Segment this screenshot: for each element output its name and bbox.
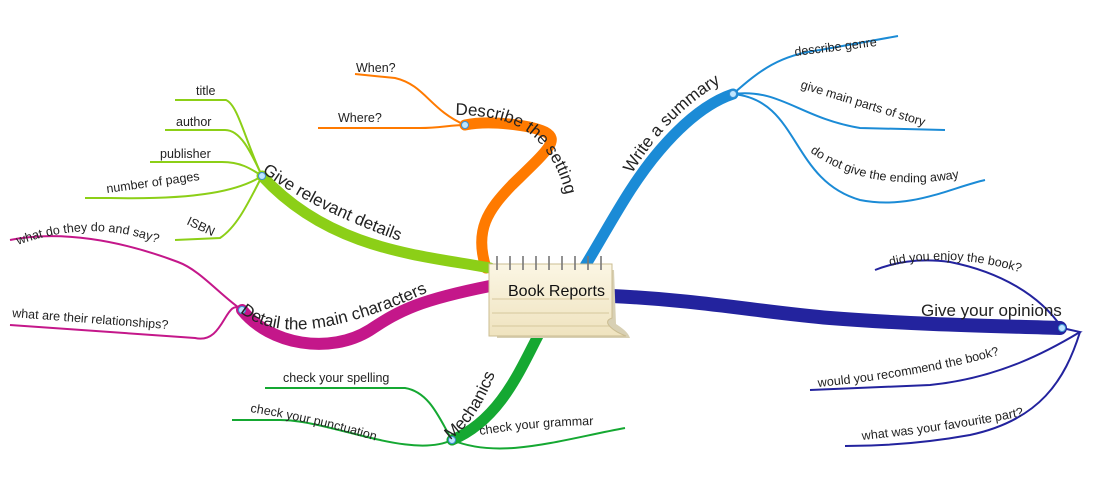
center-label: Book Reports (508, 283, 605, 300)
branch-opinions: Give your opinions did you enjoy the boo… (605, 249, 1083, 447)
mechanics-leaf-line-spelling (265, 387, 453, 441)
leaf-enjoy: did you enjoy the book? (888, 249, 1024, 275)
summary-leaf-line-ending (732, 93, 986, 204)
mechanics-leaf-line-grammar (451, 427, 626, 450)
details-node-dot[interactable] (258, 172, 266, 180)
setting-node-dot[interactable] (461, 121, 469, 129)
characters-main-stroke (236, 280, 496, 350)
leaf-ending-away: do not give the ending away (808, 143, 960, 185)
details-leaf-line-pages (85, 175, 263, 200)
summary-main-stroke (579, 88, 739, 272)
leaf-spelling: check your spelling (283, 371, 389, 385)
details-leaf-line-author (165, 129, 263, 177)
branch-mechanics: Mechanics check your spelling check your… (232, 326, 626, 450)
mechanics-leaf-line-punctuation (232, 419, 453, 447)
summary-label: Write a summary (619, 70, 723, 176)
center-node[interactable]: Book Reports (488, 256, 630, 338)
leaf-relationships: what are their relationships? (11, 306, 169, 332)
leaf-recommend: would you recommend the book? (816, 344, 1000, 390)
details-leaf-line-isbn (174, 175, 263, 241)
characters-leaf-line-rel (9, 306, 243, 340)
characters-leaf-line-whatdo (9, 235, 243, 311)
setting-leaf-line-where (318, 124, 466, 129)
leaf-punctuation: check your punctuation (250, 401, 379, 443)
opinions-leaf-line-enjoy (874, 259, 1063, 329)
leaf-when: When? (356, 61, 396, 75)
leaf-isbn: ISBN (185, 214, 217, 239)
leaf-main-parts: give main parts of story (799, 78, 927, 130)
characters-node-dot[interactable] (238, 306, 246, 314)
characters-label: Detail the main characters (237, 278, 429, 333)
mechanics-main-stroke (446, 326, 546, 446)
summary-leaf-line-genre (732, 35, 899, 95)
opinions-node-dot[interactable] (1058, 324, 1066, 332)
summary-leaf-line-parts (732, 92, 946, 131)
leaf-title: title (196, 84, 216, 98)
opinions-leaf-line-recommend (809, 327, 1083, 391)
leaf-where: Where? (338, 111, 382, 125)
notepad-spiral-rings (496, 256, 602, 270)
summary-node-dot[interactable] (729, 90, 737, 98)
details-main-stroke (256, 170, 496, 274)
leaf-genre: describe genre (794, 35, 878, 59)
leaf-author: author (176, 115, 211, 129)
leaf-grammar: check your grammar (478, 414, 593, 438)
leaf-publisher: publisher (160, 147, 211, 161)
mechanics-node-dot[interactable] (448, 436, 456, 444)
leaf-favourite: what was your favourite part? (860, 405, 1025, 443)
branch-characters: Detail the main characters what do they … (9, 220, 496, 350)
leaf-what-do-they-do: what do they do and say? (14, 220, 162, 248)
setting-main-stroke (459, 117, 557, 274)
branch-summary: Write a summary describe genre give main… (579, 35, 986, 272)
opinions-main-stroke (605, 289, 1067, 335)
opinions-label: Give your opinions (921, 301, 1062, 320)
opinions-leaf-line-favourite (844, 331, 1081, 447)
details-leaf-line-title (175, 99, 263, 177)
leaf-number-of-pages: number of pages (105, 169, 200, 196)
notepad-paper (488, 263, 627, 337)
details-leaf-line-publisher (150, 161, 263, 177)
setting-leaf-line-when (354, 73, 466, 126)
